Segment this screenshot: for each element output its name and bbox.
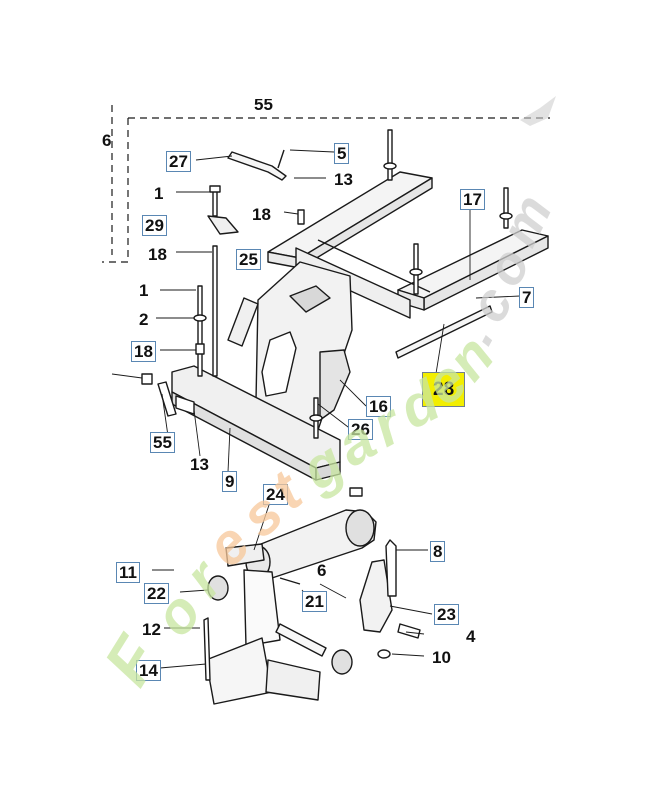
callout-4[interactable]: 4 <box>466 627 476 646</box>
dashed-boundary <box>102 118 129 263</box>
callout-18[interactable]: 18 <box>148 245 167 264</box>
callout-16[interactable]: 16 <box>366 396 391 417</box>
callout-18[interactable]: 18 <box>131 341 156 362</box>
callout-2[interactable]: 2 <box>139 310 149 329</box>
plate <box>203 539 421 681</box>
callout-5[interactable]: 5 <box>334 143 350 164</box>
rear-frame <box>267 171 549 319</box>
callout-21[interactable]: 21 <box>302 591 327 612</box>
callout-13[interactable]: 13 <box>334 170 353 189</box>
rod <box>395 305 493 359</box>
callout-23[interactable]: 23 <box>434 604 459 625</box>
callout-18[interactable]: 18 <box>252 205 271 224</box>
callout-9[interactable]: 9 <box>222 471 238 492</box>
callout-28[interactable]: 28 <box>422 372 466 407</box>
callout-14[interactable]: 14 <box>136 660 161 681</box>
callout-10[interactable]: 10 <box>432 648 451 667</box>
callout-13[interactable]: 13 <box>190 455 209 474</box>
callout-12[interactable]: 12 <box>142 620 161 639</box>
callout-7[interactable]: 7 <box>519 287 535 308</box>
callout-25[interactable]: 25 <box>236 249 261 270</box>
callout-24[interactable]: 24 <box>263 484 288 505</box>
callout-8[interactable]: 8 <box>430 541 446 562</box>
partial-callout-left: 6 <box>102 131 112 150</box>
callout-22[interactable]: 22 <box>144 583 169 604</box>
center-bracket <box>227 261 353 431</box>
callout-29[interactable]: 29 <box>142 215 167 236</box>
partial-callout-top: 55 <box>254 95 273 114</box>
callout-27[interactable]: 27 <box>166 151 191 172</box>
lever <box>227 151 287 181</box>
callout-26[interactable]: 26 <box>348 419 373 440</box>
pivot-arm <box>205 509 377 705</box>
callout-11[interactable]: 11 <box>116 562 140 583</box>
bolts <box>141 129 513 497</box>
callout-1[interactable]: 1 <box>154 184 164 203</box>
callout-6[interactable]: 6 <box>317 561 327 580</box>
callout-17[interactable]: 17 <box>460 189 485 210</box>
callout-55[interactable]: 55 <box>150 432 175 453</box>
callout-1[interactable]: 1 <box>139 281 149 300</box>
